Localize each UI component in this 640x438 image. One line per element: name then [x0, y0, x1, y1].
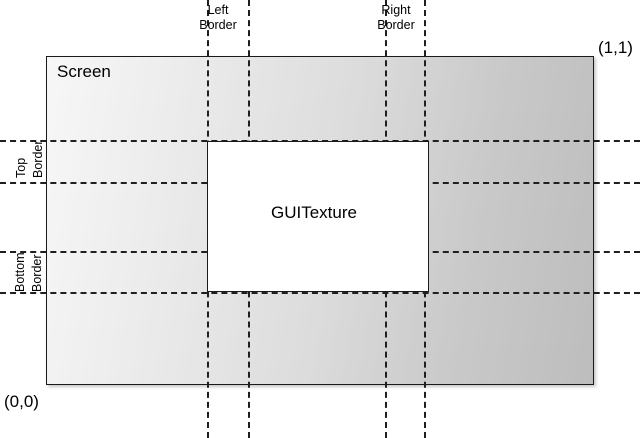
bottom-border-label-line2: Border — [30, 254, 44, 292]
left-border-label: Left Border — [190, 3, 246, 33]
left-border-label-line1: Left — [207, 3, 229, 17]
screen-label: Screen — [57, 62, 111, 81]
top-border-label-line2: Border — [31, 140, 45, 178]
guitexture-rectangle — [207, 141, 429, 292]
top-border-label-line1: Top — [14, 157, 28, 178]
right-border-label: Right Border — [368, 3, 424, 33]
bottom-border-label-line1: Bottom — [13, 252, 27, 292]
guitexture-label: GUITexture — [271, 203, 357, 222]
guide-line-bottom-border-outer — [0, 292, 640, 294]
right-border-label-line2: Border — [377, 17, 415, 32]
left-border-label-line2: Border — [199, 17, 237, 32]
corner-label-top-right: (1,1) — [598, 38, 633, 57]
corner-label-bottom-left: (0,0) — [4, 392, 39, 411]
right-border-label-line1: Right — [381, 3, 411, 17]
